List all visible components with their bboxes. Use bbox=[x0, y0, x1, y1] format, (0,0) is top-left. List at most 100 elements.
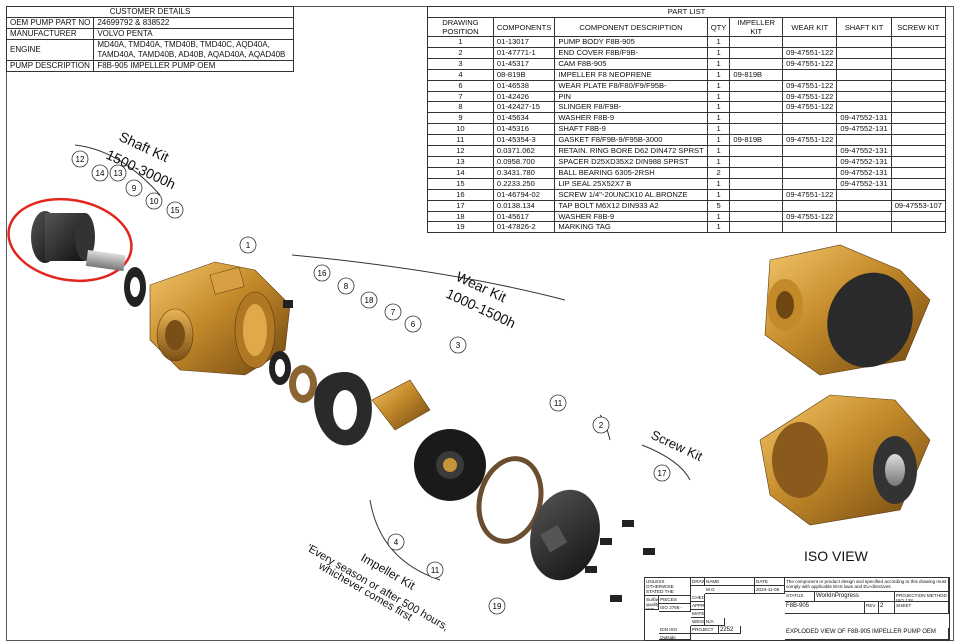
callout-number: 18 bbox=[365, 296, 374, 305]
column-header: COMPONENT DESCRIPTION bbox=[554, 17, 708, 37]
tb-project-label: PROJECT NUMBER bbox=[691, 626, 719, 634]
callout-number: 3 bbox=[456, 341, 461, 350]
table-row: PUMP DESCRIPTION F8B-905 IMPELLER PUMP O… bbox=[5, 60, 294, 72]
cam-3 bbox=[371, 379, 431, 431]
customer-key: PUMP DESCRIPTION bbox=[5, 60, 95, 72]
iso-view-top bbox=[764, 244, 931, 376]
red-highlight-circle bbox=[7, 197, 133, 283]
callout-number: 8 bbox=[344, 282, 349, 291]
tb-weight-value: N/A bbox=[705, 618, 725, 626]
tb-name-label: NAME bbox=[705, 578, 755, 586]
table-cell bbox=[890, 46, 947, 59]
table-row: MANUFACTURER VOLVO PENTA bbox=[5, 28, 294, 40]
screw-kit-bracket bbox=[641, 444, 691, 481]
callout-bubble bbox=[549, 394, 567, 412]
callout-number: 6 bbox=[411, 320, 416, 329]
bearing-face bbox=[75, 213, 95, 261]
callout-bubble bbox=[313, 264, 331, 282]
callout-bubble bbox=[71, 150, 89, 168]
tb-unspecified: PIECES WITHOUT TOLERANCES ACC. TO bbox=[659, 596, 691, 604]
tb-checked: CHECKED bbox=[691, 594, 705, 602]
tb-rev-label: REV bbox=[865, 602, 879, 614]
engine-line-2: TAMD40A, TAMD40B, AD40B, AQAD40A, AQAD40… bbox=[97, 50, 286, 59]
callout-bubble bbox=[360, 291, 378, 309]
callout-number: 15 bbox=[171, 206, 180, 215]
callout-number: 16 bbox=[318, 269, 327, 278]
callout-bubble bbox=[449, 336, 467, 354]
table-cell: MARKING TAG bbox=[554, 221, 708, 234]
callout-bubble bbox=[387, 533, 405, 551]
tb-material: MATERIAL bbox=[691, 610, 705, 618]
marking-tag-19 bbox=[540, 525, 568, 553]
tb-iso2768: ISO 2768 - mK bbox=[659, 604, 691, 612]
callout-bubble bbox=[109, 164, 127, 182]
tb-status-label: STATUS bbox=[785, 592, 815, 602]
table-cell: 01-47826-2 bbox=[492, 221, 556, 234]
shaft-kit-assembly bbox=[7, 197, 146, 307]
callout-number: 11 bbox=[431, 566, 440, 575]
callout-number: 12 bbox=[76, 155, 85, 164]
tb-edges: Outside edges bbox=[659, 634, 691, 640]
tb-notice: The component or product design and spec… bbox=[785, 578, 949, 592]
table-row: ENGINE MD40A, TMD40A, TMD40B, TMD40C, AQ… bbox=[5, 39, 294, 61]
table-cell: END COVER F8B/F9B- bbox=[554, 46, 708, 59]
gasket-11 bbox=[476, 456, 544, 544]
iso-view-bottom bbox=[759, 394, 931, 526]
customer-details-table: CUSTOMER DETAILS OEM PUMP PART NO 246997… bbox=[5, 6, 294, 72]
tb-unless: UNLESS OTHERWISE STATED THE FOLLOWING AP… bbox=[645, 578, 691, 596]
callout-number: 9 bbox=[132, 184, 137, 193]
shaft-kit-bracket bbox=[74, 144, 161, 196]
column-header: COMPONENTS bbox=[492, 17, 556, 37]
title-block: UNLESS OTHERWISE STATED THE FOLLOWING AP… bbox=[644, 577, 950, 641]
callout-number: 7 bbox=[391, 308, 396, 317]
callout-bubble bbox=[145, 192, 163, 210]
callout-number: 11 bbox=[554, 399, 563, 408]
callout-number: 17 bbox=[658, 469, 667, 478]
callout-bubble bbox=[426, 561, 444, 579]
callout-bubble bbox=[592, 416, 610, 434]
tb-project-value: 2252 bbox=[719, 626, 741, 634]
table-cell: 01-13017 bbox=[492, 36, 556, 48]
callout-number: 19 bbox=[493, 602, 502, 611]
callout-number: 2 bbox=[599, 421, 604, 430]
callout-bubble bbox=[404, 315, 422, 333]
callout-bubble bbox=[384, 303, 402, 321]
customer-value: F8B-905 IMPELLER PUMP OEM bbox=[93, 60, 294, 72]
tb-rev-value: 2 bbox=[879, 602, 895, 614]
screw-kit-title: Screw Kit bbox=[649, 427, 705, 464]
pump-body bbox=[149, 261, 291, 376]
callout-number: 10 bbox=[150, 197, 159, 206]
table-cell: 01-47771-1 bbox=[492, 46, 556, 59]
callout-bubble bbox=[488, 597, 506, 615]
customer-value: MD40A, TMD40A, TMD40B, TMD40C, AQD40A,TA… bbox=[93, 39, 294, 61]
impeller-kit-bracket bbox=[369, 499, 441, 581]
tb-status-value: WorkInProgress bbox=[815, 592, 895, 602]
tb-title: EXPLODED VIEW OF F8B-905 IMPELLER PUMP O… bbox=[785, 628, 949, 640]
column-header: DRAWING POSITION bbox=[427, 17, 494, 37]
callout-number: 1 bbox=[246, 241, 251, 250]
tap-bolts-17 bbox=[585, 520, 655, 602]
screw-16 bbox=[283, 300, 293, 308]
tb-drawn-label: DRAWN bbox=[691, 578, 705, 586]
callout-number: 14 bbox=[96, 169, 105, 178]
tb-dwg-number: F8B-905 bbox=[785, 602, 865, 614]
impeller-4 bbox=[414, 429, 486, 501]
tb-surface: Surface quality ISO 1302 bbox=[645, 596, 659, 610]
shaft bbox=[85, 249, 126, 272]
tb-weight: WEIGHT bbox=[691, 618, 705, 626]
tb-din: DIN ISO 13715 bbox=[659, 626, 691, 634]
tb-projection: PROJECTION METHOD ISO 128 bbox=[895, 592, 949, 602]
